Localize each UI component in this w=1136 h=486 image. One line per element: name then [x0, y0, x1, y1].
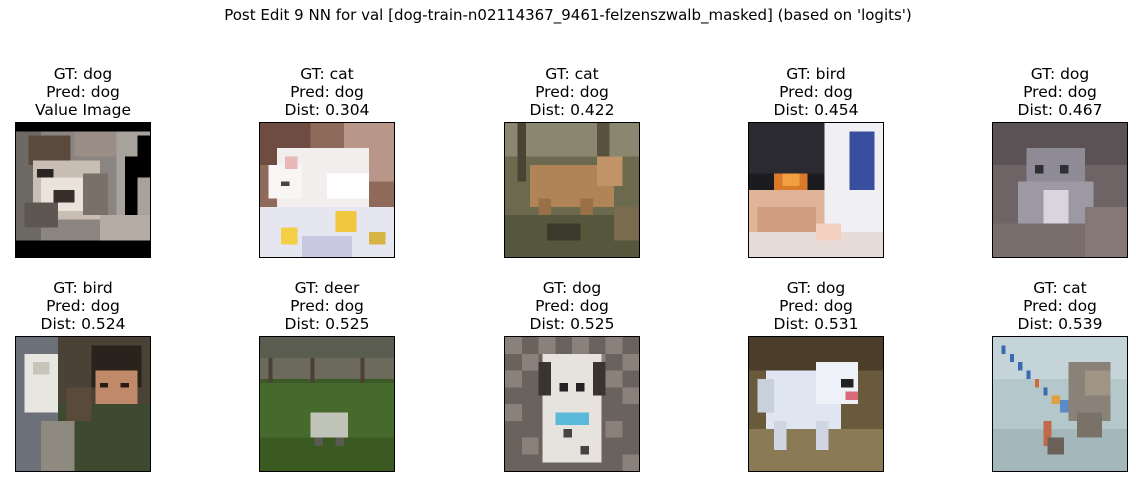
value-image-label: Value Image: [34, 101, 132, 119]
thumbnail-image: [992, 336, 1128, 472]
gt-label: GT: dog: [542, 279, 602, 297]
panel-title: GT: bird Pred: dog Dist: 0.454: [708, 65, 924, 119]
panel-title: GT: cat Pred: dog Dist: 0.304: [219, 65, 435, 119]
distance-label: Dist: 0.524: [40, 315, 126, 333]
panel-title: GT: dog Pred: dog Dist: 0.467: [952, 65, 1136, 119]
pred-label: Pred: dog: [46, 297, 120, 315]
pred-label: Pred: dog: [779, 297, 853, 315]
pred-label: Pred: dog: [1023, 297, 1097, 315]
gt-label: GT: dog: [1030, 65, 1090, 83]
panel-title: GT: deer Pred: dog Dist: 0.525: [219, 279, 435, 333]
thumbnail-image: [15, 336, 151, 472]
pred-label: Pred: dog: [46, 83, 120, 101]
distance-label: Dist: 0.467: [1017, 101, 1103, 119]
thumbnail-image: [259, 122, 395, 258]
gt-label: GT: deer: [294, 279, 360, 297]
distance-label: Dist: 0.454: [773, 101, 859, 119]
distance-label: Dist: 0.539: [1017, 315, 1103, 333]
thumbnail-image: [504, 122, 640, 258]
pred-label: Pred: dog: [535, 297, 609, 315]
distance-label: Dist: 0.531: [773, 315, 859, 333]
distance-label: Dist: 0.525: [529, 315, 615, 333]
pred-label: Pred: dog: [779, 83, 853, 101]
distance-label: Dist: 0.304: [284, 101, 370, 119]
panel-title: GT: dog Pred: dog Dist: 0.525: [464, 279, 680, 333]
gt-label: GT: dog: [786, 279, 846, 297]
pred-label: Pred: dog: [290, 83, 364, 101]
panel-title: GT: dog Pred: dog Dist: 0.531: [708, 279, 924, 333]
gt-label: GT: cat: [1033, 279, 1087, 297]
panel-title: GT: cat Pred: dog Dist: 0.539: [952, 279, 1136, 333]
panel-title: GT: cat Pred: dog Dist: 0.422: [464, 65, 680, 119]
pred-label: Pred: dog: [1023, 83, 1097, 101]
thumbnail-image: [748, 336, 884, 472]
gt-label: GT: dog: [53, 65, 113, 83]
figure-title: Post Edit 9 NN for val [dog-train-n02114…: [224, 6, 912, 24]
pred-label: Pred: dog: [535, 83, 609, 101]
pred-label: Pred: dog: [290, 297, 364, 315]
panel-title: GT: bird Pred: dog Dist: 0.524: [0, 279, 191, 333]
thumbnail-image: [748, 122, 884, 258]
thumbnail-image: [259, 336, 395, 472]
gt-label: GT: cat: [545, 65, 599, 83]
distance-label: Dist: 0.525: [284, 315, 370, 333]
thumbnail-image: [15, 122, 151, 258]
thumbnail-image: [504, 336, 640, 472]
gt-label: GT: bird: [786, 65, 846, 83]
gt-label: GT: cat: [300, 65, 354, 83]
thumbnail-image: [992, 122, 1128, 258]
panel-title: GT: dog Pred: dog Value Image: [0, 65, 191, 119]
distance-label: Dist: 0.422: [529, 101, 615, 119]
gt-label: GT: bird: [53, 279, 113, 297]
